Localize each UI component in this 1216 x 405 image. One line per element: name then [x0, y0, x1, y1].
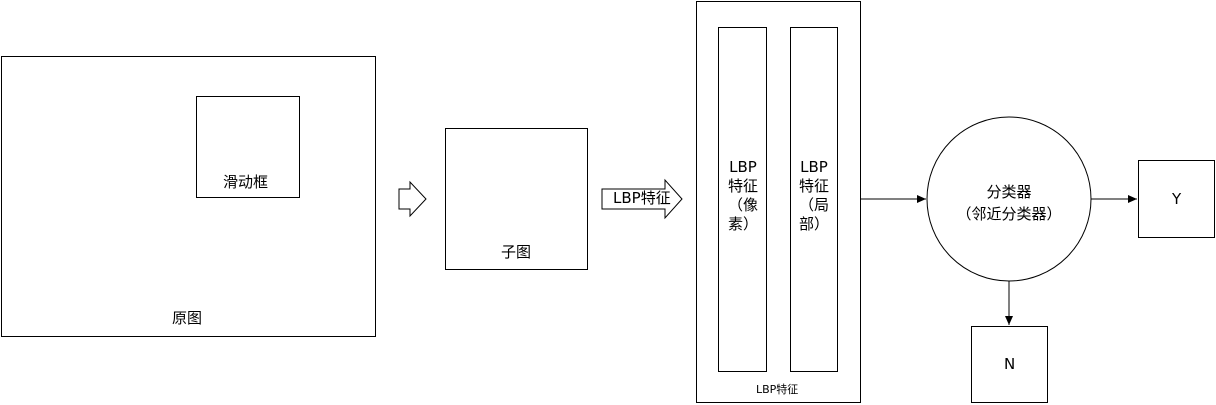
classifier-label: 分类器 （邻近分类器）	[956, 183, 1062, 223]
original-image-box	[1, 56, 376, 337]
original-image-label: 原图	[172, 309, 203, 327]
hollow-arrow-to-subimage	[398, 180, 427, 218]
local-lbp-feature-text: LBP 特征 （局 部）	[798, 158, 829, 233]
pixel-lbp-feature-text: LBP 特征 （像 素）	[727, 158, 758, 233]
sliding-window-label: 滑动框	[223, 173, 269, 191]
sliding-window-box	[196, 96, 300, 198]
output-no-box	[971, 326, 1048, 403]
lbp-arrow-label: LBP特征	[613, 189, 671, 207]
output-no-label: N	[1004, 355, 1016, 373]
output-yes-label: Y	[1172, 190, 1182, 208]
output-yes-box	[1138, 160, 1215, 238]
lbp-hollow-arrow	[601, 178, 683, 220]
subimage-box	[445, 128, 588, 270]
local-lbp-feature-column	[790, 27, 838, 372]
subimage-label: 子图	[501, 243, 532, 261]
pixel-lbp-feature-column	[718, 27, 767, 372]
feature-container-caption: LBP特征	[756, 383, 799, 396]
